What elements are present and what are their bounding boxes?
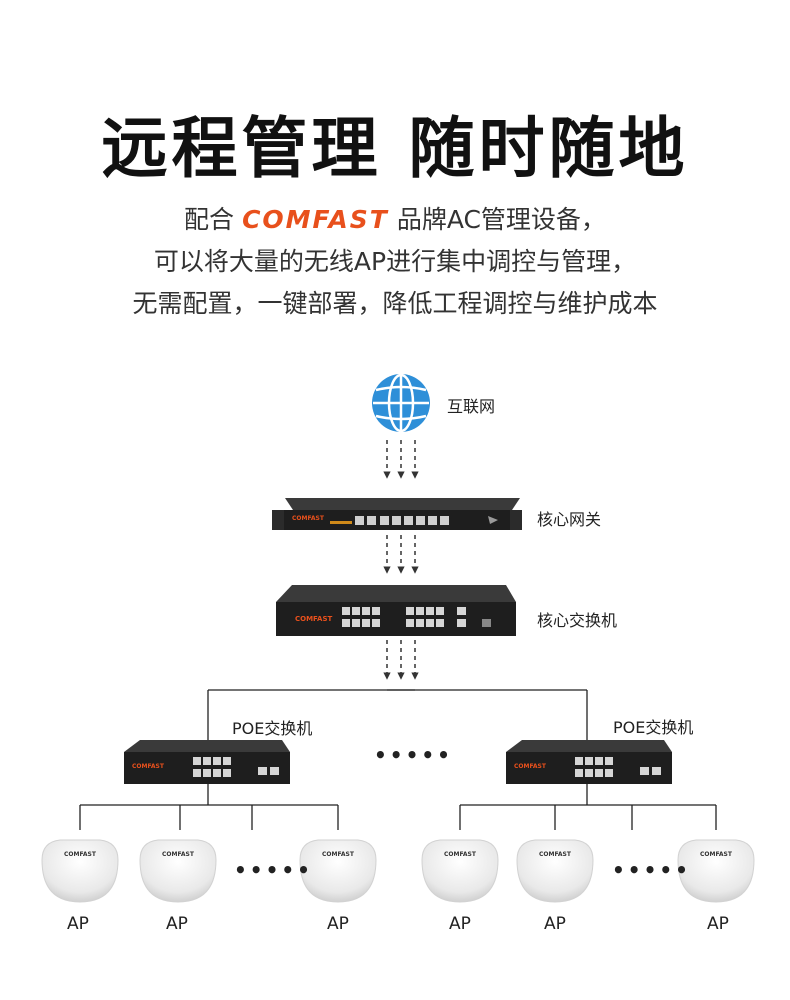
poe-switch-left-device: COMFAST: [124, 740, 290, 784]
poe-right-brand: COMFAST: [514, 763, 547, 770]
ap-label-5: AP: [544, 914, 566, 934]
svg-text:COMFAST: COMFAST: [162, 851, 195, 858]
ap-label-6: AP: [707, 914, 729, 934]
ap-label-2: AP: [166, 914, 188, 934]
globe-icon: [372, 373, 430, 433]
line1-suffix: 品牌AC管理设备，: [396, 205, 606, 234]
access-point-5: COMFAST: [516, 839, 594, 903]
page-title: 远程管理 随时随地: [101, 110, 689, 187]
core-switch-brand: COMFAST: [295, 615, 332, 623]
svg-text:COMFAST: COMFAST: [539, 851, 572, 858]
ap-lines: [79, 784, 717, 830]
more-aps-right-ellipsis: •••••: [612, 858, 691, 882]
gateway-label: 核心网关: [537, 510, 602, 529]
description-line-3: 无需配置，一键部署，降低工程调控与维护成本: [132, 289, 658, 318]
more-switches-ellipsis: •••••: [374, 743, 453, 767]
svg-text:COMFAST: COMFAST: [64, 851, 97, 858]
poe-switch-right-device: COMFAST: [506, 740, 672, 784]
brand-logo-text: COMFAST: [242, 205, 389, 234]
svg-text:COMFAST: COMFAST: [444, 851, 477, 858]
ap-label-1: AP: [67, 914, 89, 934]
more-aps-left-ellipsis: •••••: [234, 858, 313, 882]
uplink-arrows-2: [383, 535, 419, 574]
ap-label-4: AP: [449, 914, 471, 934]
uplink-arrows-3: [383, 640, 419, 680]
internet-label: 互联网: [447, 397, 496, 416]
access-point-3: COMFAST: [299, 839, 377, 903]
distribution-lines: [207, 689, 588, 742]
access-point-2: COMFAST: [139, 839, 217, 903]
svg-text:COMFAST: COMFAST: [700, 851, 733, 858]
poe-switch-right-label: POE交换机: [613, 718, 694, 737]
line1-prefix: 配合: [184, 205, 235, 234]
core-switch-label: 核心交换机: [537, 611, 618, 630]
core-switch-device: COMFAST: [276, 585, 516, 636]
poe-switch-left-label: POE交换机: [232, 719, 313, 738]
access-point-6: COMFAST: [677, 839, 755, 903]
description-line-2: 可以将大量的无线AP进行集中调控与管理，: [153, 247, 637, 276]
gateway-brand: COMFAST: [292, 515, 325, 522]
poe-left-brand: COMFAST: [132, 763, 165, 770]
ap-label-3: AP: [327, 914, 349, 934]
svg-text:COMFAST: COMFAST: [322, 851, 355, 858]
access-point-1: COMFAST: [41, 839, 119, 903]
uplink-arrows-1: [383, 440, 419, 479]
access-point-4: COMFAST: [421, 839, 499, 903]
core-gateway-device: COMFAST: [272, 498, 522, 530]
